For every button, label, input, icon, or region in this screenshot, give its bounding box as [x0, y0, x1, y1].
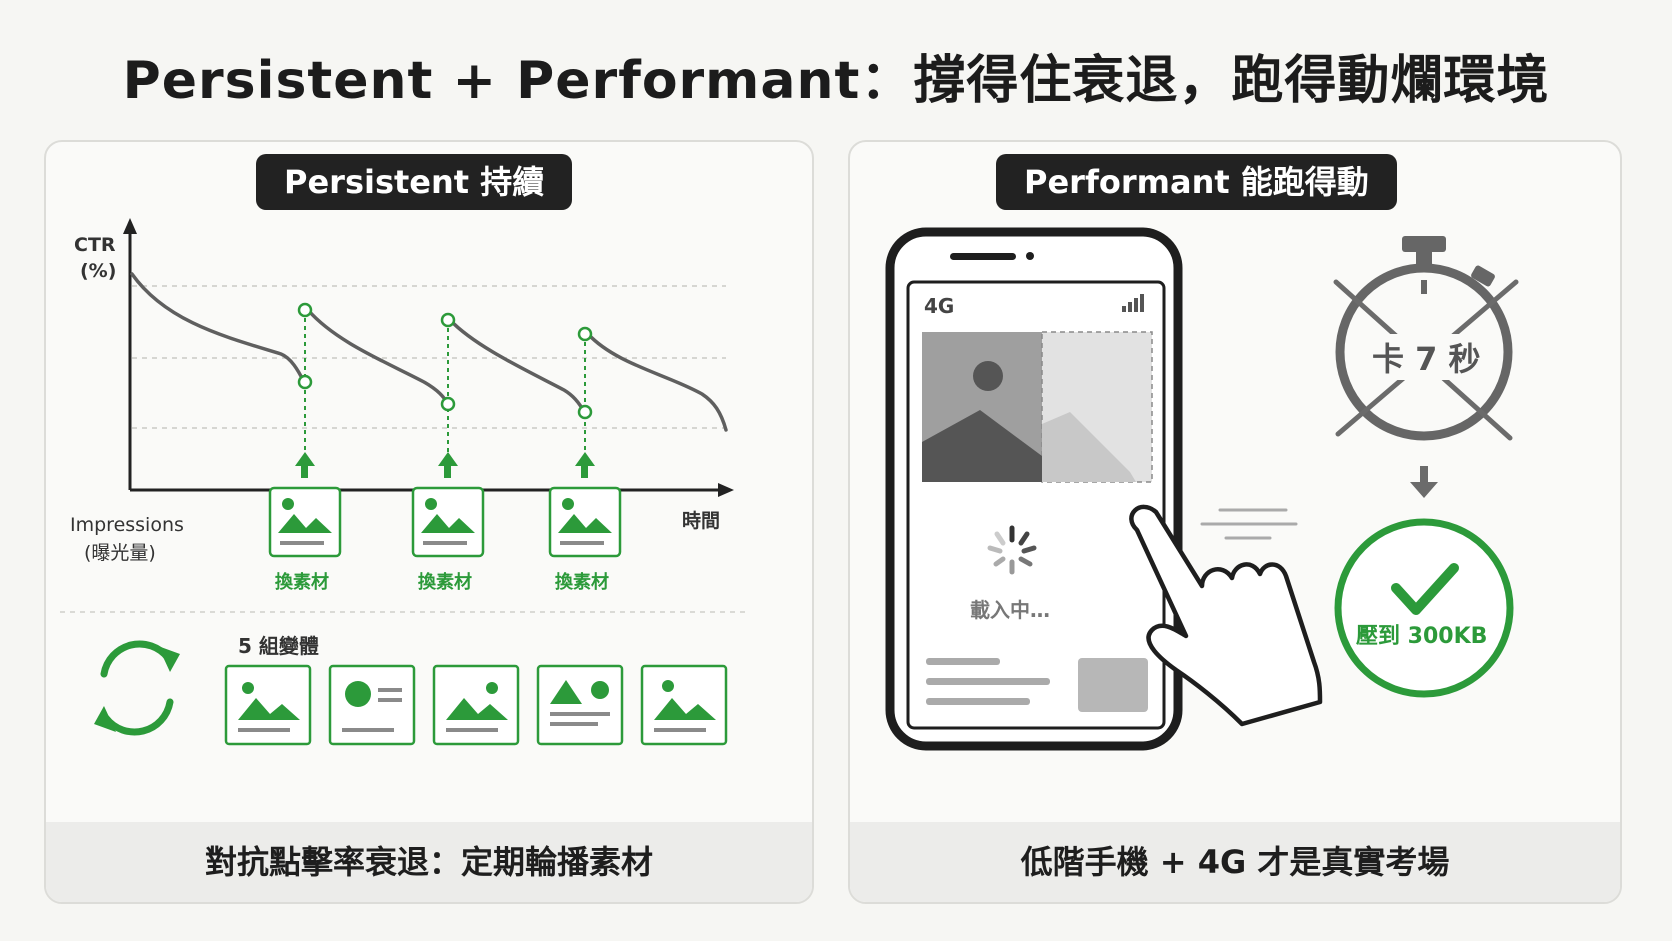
hand-icon — [1129, 504, 1323, 727]
performant-panel: Performant 能跑得動 — [848, 140, 1622, 904]
image-icon — [268, 486, 622, 558]
swap-points — [297, 302, 593, 420]
persistent-header: Persistent 持續 — [256, 154, 573, 210]
page-title: Persistent + Performant：撐得住衰退，跑得動爛環境 — [122, 51, 1550, 111]
swap-label: 換素材 — [555, 572, 609, 593]
y-axis-label: CTR — [74, 234, 116, 256]
arrow-up-icon — [295, 452, 595, 478]
variant-tiles — [224, 664, 728, 746]
check-icon — [1334, 518, 1514, 698]
impressions-sublabel: (曝光量) — [84, 542, 156, 564]
ctr-curve — [130, 272, 728, 432]
check-text: 壓到 300KB — [1356, 624, 1488, 649]
persistent-panel: Persistent 持續 — [44, 140, 814, 904]
loading-text: 載入中… — [970, 598, 1050, 622]
y-axis-unit: (%) — [80, 260, 117, 282]
swap-guides — [304, 310, 586, 452]
network-label: 4G — [924, 294, 955, 318]
stopwatch-text: 卡 7 秒 — [1368, 334, 1485, 380]
signal-icon — [1122, 294, 1144, 312]
performant-header: Performant 能跑得動 — [996, 154, 1397, 210]
arrow-down-icon — [1410, 466, 1438, 498]
ctr-decay-diagram — [60, 218, 750, 746]
impressions-label: Impressions — [70, 514, 184, 536]
performant-footer: 低階手機 + 4G 才是真實考場 — [850, 822, 1620, 902]
persistent-footer: 對抗點擊率衰退：定期輪播素材 — [46, 822, 812, 902]
spinner-icon — [987, 525, 1037, 575]
swap-label: 換素材 — [418, 572, 472, 593]
swap-label: 換素材 — [275, 572, 329, 593]
x-axis-label: 時間 — [682, 510, 721, 532]
variants-label: 5 組變體 — [238, 634, 319, 658]
motion-lines — [1200, 508, 1298, 540]
refresh-icon — [94, 640, 180, 736]
phone-illustration — [885, 227, 1183, 751]
performance-diagram — [885, 227, 1519, 751]
gridlines — [132, 285, 726, 429]
